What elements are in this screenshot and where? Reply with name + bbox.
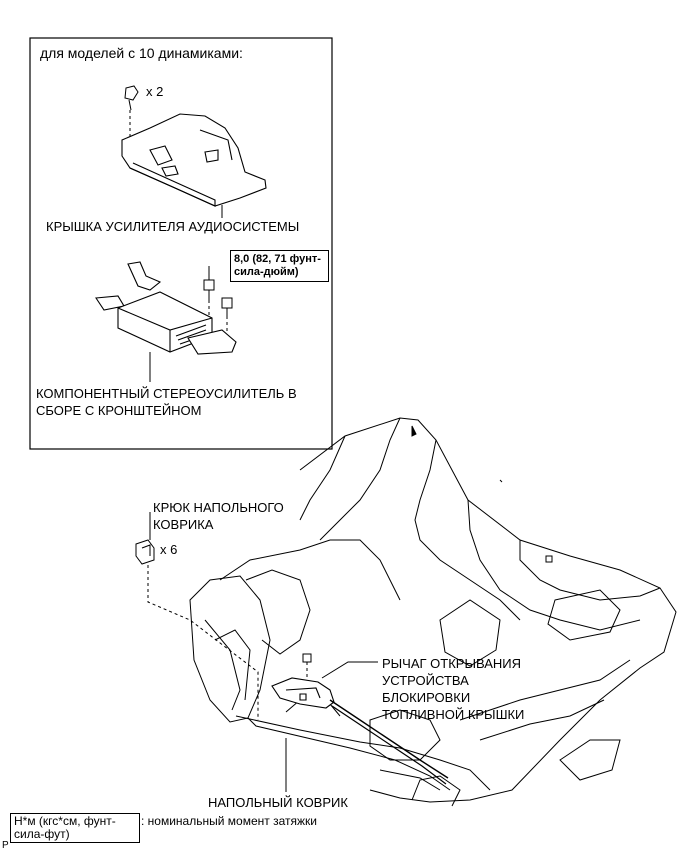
corner-mark: P [2, 840, 9, 851]
stereo-amplifier-part [95, 261, 237, 355]
lever-leader-line [321, 661, 378, 679]
lever-label-line3: БЛОКИРОВКИ [382, 690, 471, 705]
torque-spec-line2: сила-дюйм) [234, 266, 299, 278]
hook-dashed-line [147, 565, 259, 720]
legend-description: : номинальный момент затяжки [141, 814, 317, 828]
vehicle-floor-panel [189, 417, 677, 807]
inset-title: для моделей с 10 динамиками: [40, 45, 243, 61]
lever-label-line2: УСТРОЙСТВА [382, 673, 469, 688]
inset-frame [29, 37, 333, 450]
lever-label-line4: ТОПЛИВНОЙ КРЫШКИ [382, 707, 525, 722]
second-bolt-icon [221, 297, 233, 316]
hook-label-line2: КОВРИКА [153, 517, 214, 532]
amplifier-cover-part [121, 113, 267, 207]
screw-quantity: x 2 [146, 84, 164, 99]
lever-screw-icon [302, 653, 312, 663]
stereo-amp-label-line2: СБОРЕ С КРОНШТЕЙНОМ [36, 403, 202, 418]
floor-mat-hook-icon [135, 539, 155, 565]
torque-spec-box: 8,0 (82, 71 фунт- сила-дюйм) [230, 250, 329, 282]
hook-label-line1: КРЮК НАПОЛЬНОГО [153, 500, 284, 515]
cover-screw-icon [124, 85, 139, 111]
legend-symbol-box: Н*м (кгс*см, фунт- сила-фут) [10, 813, 140, 843]
stereo-amp-label-line1: КОМПОНЕНТНЫЙ СТЕРЕОУСИЛИТЕЛЬ В [36, 386, 297, 401]
legend-symbol-line2: сила-фут) [14, 827, 70, 841]
hook-quantity: x 6 [160, 542, 178, 557]
legend-symbol-line1: Н*м (кгс*см, фунт- [14, 814, 116, 828]
torque-spec-line1: 8,0 (82, 71 фунт- [234, 253, 321, 265]
fuel-cable [329, 699, 449, 779]
torque-bolt-icon [203, 279, 215, 300]
lever-label-line1: РЫЧАГ ОТКРЫВАНИЯ [382, 656, 522, 671]
floor-carpet-label: НАПОЛЬНЫЙ КОВРИК [208, 795, 348, 810]
amp-cover-label: КРЫШКА УСИЛИТЕЛЯ АУДИОСИСТЕМЫ [46, 219, 300, 234]
fuel-lid-lever-part [271, 677, 335, 709]
